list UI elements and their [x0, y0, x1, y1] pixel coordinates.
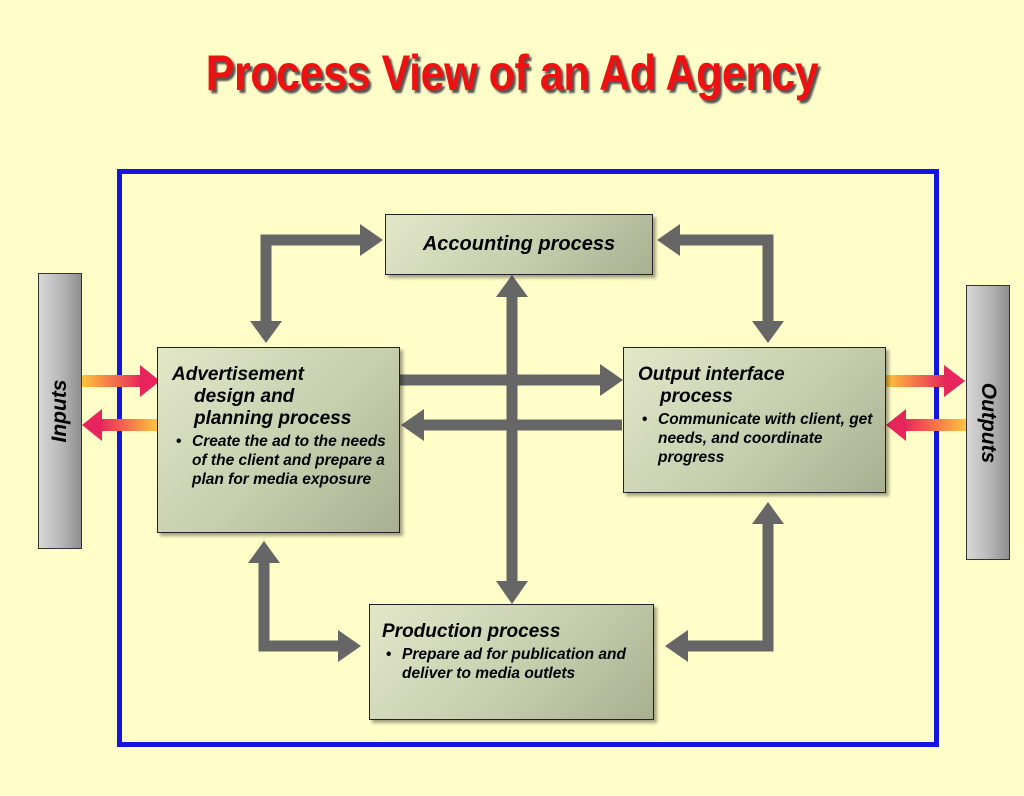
- arrowhead: [250, 321, 282, 343]
- arrowhead: [657, 224, 680, 256]
- page-title: Process View of an Ad Agency: [205, 45, 819, 101]
- output-interface-process-title: Output interface process: [638, 364, 785, 407]
- advertisement-process-box: Advertisement design and planning proces…: [157, 347, 400, 533]
- arrowhead: [752, 321, 784, 343]
- inputs-label: Inputs: [48, 379, 71, 443]
- arrowhead: [496, 275, 528, 297]
- arrow-accounting-advertisement: [260, 234, 360, 321]
- arrowhead: [665, 630, 688, 662]
- arrowhead: [338, 630, 361, 662]
- arrowhead: [360, 224, 383, 256]
- arrowhead: [401, 409, 424, 441]
- inputs-bar: Inputs: [38, 273, 82, 549]
- arrow-output-production: [688, 524, 774, 652]
- production-process-title: Production process: [382, 621, 561, 642]
- input-out-arrow: [82, 409, 157, 441]
- agency-boundary-frame: [117, 169, 939, 747]
- arrowhead: [600, 364, 623, 396]
- outputs-bar: Outputs: [966, 285, 1010, 560]
- output-in-arrow: [886, 409, 966, 441]
- accounting-process-box: Accounting process: [385, 214, 653, 275]
- output-interface-process-box: Output interface process •Communicate wi…: [623, 347, 886, 493]
- arrowhead: [752, 502, 784, 524]
- arrowhead: [496, 581, 528, 604]
- accounting-process-title: Accounting process: [422, 233, 616, 255]
- input-in-arrow: [82, 365, 160, 397]
- advertisement-process-bullet: •Create the ad to the needs of the clien…: [176, 433, 386, 488]
- arrowhead: [248, 541, 280, 563]
- output-out-arrow: [886, 365, 965, 397]
- outputs-label: Outputs: [977, 382, 1000, 463]
- production-process-box: Production process •Prepare ad for publi…: [369, 604, 654, 720]
- advertisement-process-title: Advertisement design and planning proces…: [172, 364, 352, 429]
- output-interface-process-bullet: •Communicate with client, get needs, and…: [642, 411, 873, 466]
- production-process-bullet: •Prepare ad for publication and deliver …: [386, 646, 626, 682]
- arrow-advertisement-production: [258, 563, 338, 652]
- arrow-accounting-output: [680, 234, 774, 321]
